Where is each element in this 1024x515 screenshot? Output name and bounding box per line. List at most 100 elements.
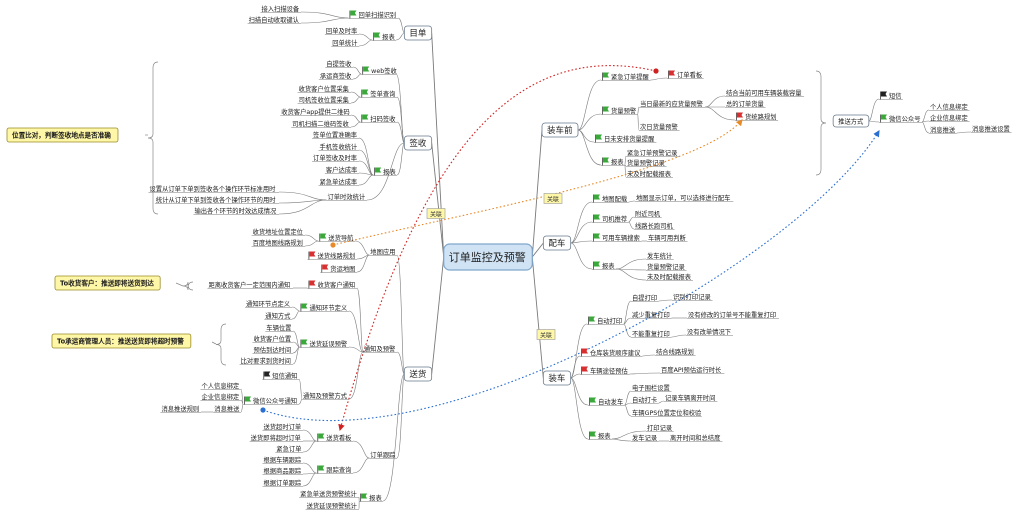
sub-topic[interactable]: 司机推荐 (593, 214, 627, 223)
sub-topic[interactable]: 车辆可用判断 (648, 233, 686, 242)
sub-topic[interactable]: 通知环节定义 (300, 303, 348, 312)
sub-topic[interactable]: 客户达成率 (326, 165, 357, 174)
sub-topic[interactable]: 不能重复打印 (632, 329, 670, 338)
sub-topic[interactable]: 结合当前可用车辆装载容量 (726, 88, 802, 97)
sub-topic[interactable]: 记录车辆离开时间 (665, 393, 715, 402)
sub-topic[interactable]: 线路长跑司机 (635, 221, 673, 230)
main-topic[interactable]: 签收 (403, 135, 433, 151)
sub-topic[interactable]: web签收 (362, 66, 398, 75)
sub-topic[interactable]: 短信通知 (263, 371, 297, 380)
sub-topic[interactable]: 收货客户位置采集 (299, 84, 350, 93)
sub-topic[interactable]: 个人信息绑定 (930, 102, 968, 111)
sub-topic[interactable]: 订单时效统计 (327, 192, 365, 201)
sub-topic[interactable]: 报表 (602, 157, 624, 166)
sub-topic[interactable]: 未及时配载报表 (647, 272, 692, 281)
sub-topic[interactable]: 承运商签收 (320, 71, 352, 80)
sub-topic[interactable]: 送货看板 (317, 433, 352, 442)
sub-topic[interactable]: 自提打印 (632, 293, 657, 302)
sub-topic[interactable]: 紧急单送货预警统计 (300, 489, 357, 498)
sub-topic[interactable]: 跟踪查询 (317, 465, 351, 474)
sub-topic[interactable]: 报表 (360, 493, 382, 502)
sub-topic[interactable]: 根据车辆跟踪 (263, 455, 301, 464)
sub-topic[interactable]: 离开时间和总结度 (670, 433, 721, 442)
sub-topic[interactable]: 车辆GPS位置定位和校验 (632, 408, 702, 417)
sub-topic[interactable]: 百度API预估运行时长 (661, 365, 722, 374)
sub-topic[interactable]: 紧急订单提醒 (602, 72, 649, 81)
sub-topic[interactable]: 根据订单跟踪 (263, 478, 301, 487)
sub-topic[interactable]: 通知方式 (265, 311, 291, 320)
sub-topic[interactable]: 接入扫描设备 (261, 4, 299, 13)
sub-topic[interactable]: 车辆途径预估 (581, 366, 628, 375)
sub-topic[interactable]: 个人信息绑定 (201, 381, 239, 390)
sub-topic[interactable]: 送货延误预警 (300, 339, 348, 348)
sub-topic[interactable]: 附近司机 (635, 209, 661, 218)
sub-topic[interactable]: 发车统计 (647, 251, 673, 260)
main-topic[interactable]: 装车 (542, 370, 572, 386)
sub-topic[interactable]: 送货超时订单 (263, 422, 301, 431)
sub-topic[interactable]: 报表 (374, 167, 396, 176)
sub-topic[interactable]: 货量预警 (602, 106, 637, 115)
sub-topic[interactable]: 货运地图 (321, 264, 355, 273)
sub-topic[interactable]: 收货客户app提供二维码 (281, 107, 350, 116)
sub-topic[interactable]: 微信公众号通知 (244, 396, 297, 405)
sub-topic[interactable]: 送货导航 (319, 233, 354, 242)
sub-topic[interactable]: 通知环节点定义 (246, 299, 291, 308)
sub-topic[interactable]: 回单及时率 (326, 26, 357, 35)
sub-topic[interactable]: 送货线路规划 (308, 251, 355, 260)
sub-topic[interactable]: 收货客户位置 (253, 334, 291, 343)
sub-topic[interactable]: 没有修改的订单号不能重复打印 (688, 310, 776, 319)
sub-topic[interactable]: 电子围栏设置 (632, 383, 670, 392)
sub-topic[interactable]: 货量预警记录 (627, 158, 665, 167)
sub-topic[interactable]: 识别打印记录 (673, 292, 711, 301)
sub-topic[interactable]: 自动发车 (589, 397, 623, 406)
sub-topic[interactable]: 订单签收及时率 (313, 153, 357, 162)
sub-topic[interactable]: 报表 (589, 431, 611, 440)
sub-topic[interactable]: 打印记录 (647, 423, 672, 432)
sub-topic[interactable]: 紧急单达成率 (319, 177, 357, 186)
sub-topic[interactable]: 司机签收位置采集 (299, 95, 350, 104)
sub-topic[interactable]: 通知及预警 (364, 344, 396, 353)
sub-topic[interactable]: 消息推送 (214, 404, 240, 413)
main-topic[interactable]: 目单 (403, 25, 433, 41)
relationship-label[interactable]: 关联 (543, 193, 563, 204)
sub-topic[interactable]: 设置从订单下单到签收各个操作环节标准用时 (149, 184, 276, 193)
sub-topic[interactable]: 自动打卡 (632, 395, 657, 404)
sub-topic[interactable]: 没有改单情况下 (687, 327, 731, 336)
sub-topic[interactable]: 总的订单货量 (726, 99, 764, 108)
central-topic[interactable]: 订单监控及预警 (443, 243, 533, 271)
sub-topic[interactable]: 车辆位置 (266, 323, 291, 332)
floating-topic[interactable]: 推送方式 (832, 114, 870, 128)
sub-topic[interactable]: 通知及预警方式 (303, 391, 348, 400)
sub-topic[interactable]: 企业信息绑定 (930, 113, 968, 122)
sub-topic[interactable]: 收货地址位置定位 (253, 227, 304, 236)
sub-topic[interactable]: 司机扫描二维码签收 (292, 119, 349, 128)
sub-topic[interactable]: 送货延误预警统计 (307, 501, 358, 510)
sub-topic[interactable]: 自提签收 (326, 59, 352, 68)
sub-topic[interactable]: 紧急订单 (276, 444, 301, 453)
sub-topic[interactable]: 消息推送 (930, 125, 956, 134)
sub-topic[interactable]: 自动打印 (588, 316, 622, 325)
sub-topic[interactable]: 报表 (373, 32, 395, 41)
sub-topic[interactable]: 回单扫描识别 (349, 10, 396, 19)
sub-topic[interactable]: 手机签收统计 (319, 142, 357, 151)
sub-topic[interactable]: 短信 (880, 91, 902, 100)
sub-topic[interactable]: 仓库装货顺序建议 (581, 348, 641, 357)
sub-topic[interactable]: 未及时配载报表 (627, 169, 672, 178)
relationship-label[interactable]: 关联 (426, 208, 446, 219)
sub-topic[interactable]: 企业信息绑定 (201, 392, 239, 401)
sub-topic[interactable]: 扫描自动收取键认 (249, 15, 300, 24)
main-topic[interactable]: 配车 (542, 235, 572, 251)
main-topic[interactable]: 送货 (403, 366, 433, 382)
relationship-label[interactable]: 关联 (536, 329, 556, 340)
sub-topic[interactable]: 消息推送规则 (161, 404, 199, 413)
sub-topic[interactable]: 收货客户通知 (308, 280, 355, 289)
sub-topic[interactable]: 报表 (593, 261, 615, 270)
sub-topic[interactable]: 当日最新的应货量预警 (640, 99, 704, 108)
sub-topic[interactable]: 输出各个环节的时效达成情况 (194, 206, 277, 215)
sub-topic[interactable]: 可用车辆搜索 (593, 233, 640, 242)
sub-topic[interactable]: 送货即将超时订单 (251, 433, 301, 442)
sub-topic[interactable]: 比对要求到货时间 (241, 356, 291, 365)
sub-topic[interactable]: 预估到达时间 (253, 345, 291, 354)
sub-topic[interactable]: 消息推送设置 (972, 124, 1010, 133)
sub-topic[interactable]: 签单位置准确率 (313, 130, 357, 139)
